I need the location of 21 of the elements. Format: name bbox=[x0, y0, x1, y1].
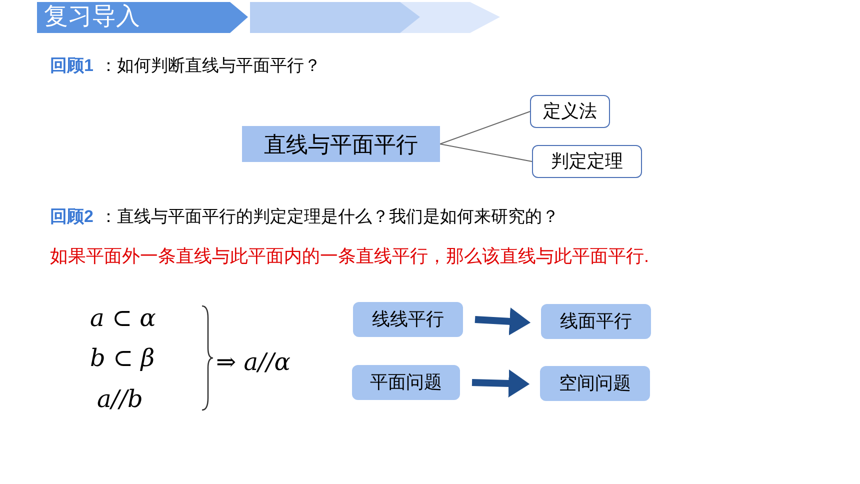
math-formula: a//b bbox=[97, 384, 143, 415]
concept-box: 空间问题 bbox=[540, 366, 650, 401]
question-label: 回顾2 bbox=[50, 206, 94, 228]
arrow bbox=[472, 369, 530, 398]
math-formula: a ⊂ α bbox=[90, 303, 156, 334]
concept-box: 线面平行 bbox=[541, 304, 651, 339]
math-formula: b ⊂ β bbox=[90, 343, 155, 374]
method-box: 判定定理 bbox=[532, 145, 642, 178]
question-label: 回顾1 bbox=[50, 55, 94, 77]
question-text: ：如何判断直线与平面平行？ bbox=[100, 55, 321, 77]
connector-line bbox=[440, 144, 532, 162]
concept-box: 平面问题 bbox=[352, 365, 460, 400]
question-text: ：直线与平面平行的判定定理是什么？我们是如何来研究的？ bbox=[100, 206, 559, 228]
arrow bbox=[474, 307, 531, 336]
section-title: 复习导入 bbox=[44, 2, 140, 32]
math-formula: ⇒ a//α bbox=[216, 347, 290, 378]
method-box: 定义法 bbox=[530, 95, 610, 128]
concept-box: 直线与平面平行 bbox=[242, 126, 440, 162]
theorem-text: 如果平面外一条直线与此平面内的一条直线平行，那么该直线与此平面平行. bbox=[50, 245, 650, 268]
concept-box: 线线平行 bbox=[353, 302, 463, 337]
connector-line bbox=[440, 111, 530, 144]
